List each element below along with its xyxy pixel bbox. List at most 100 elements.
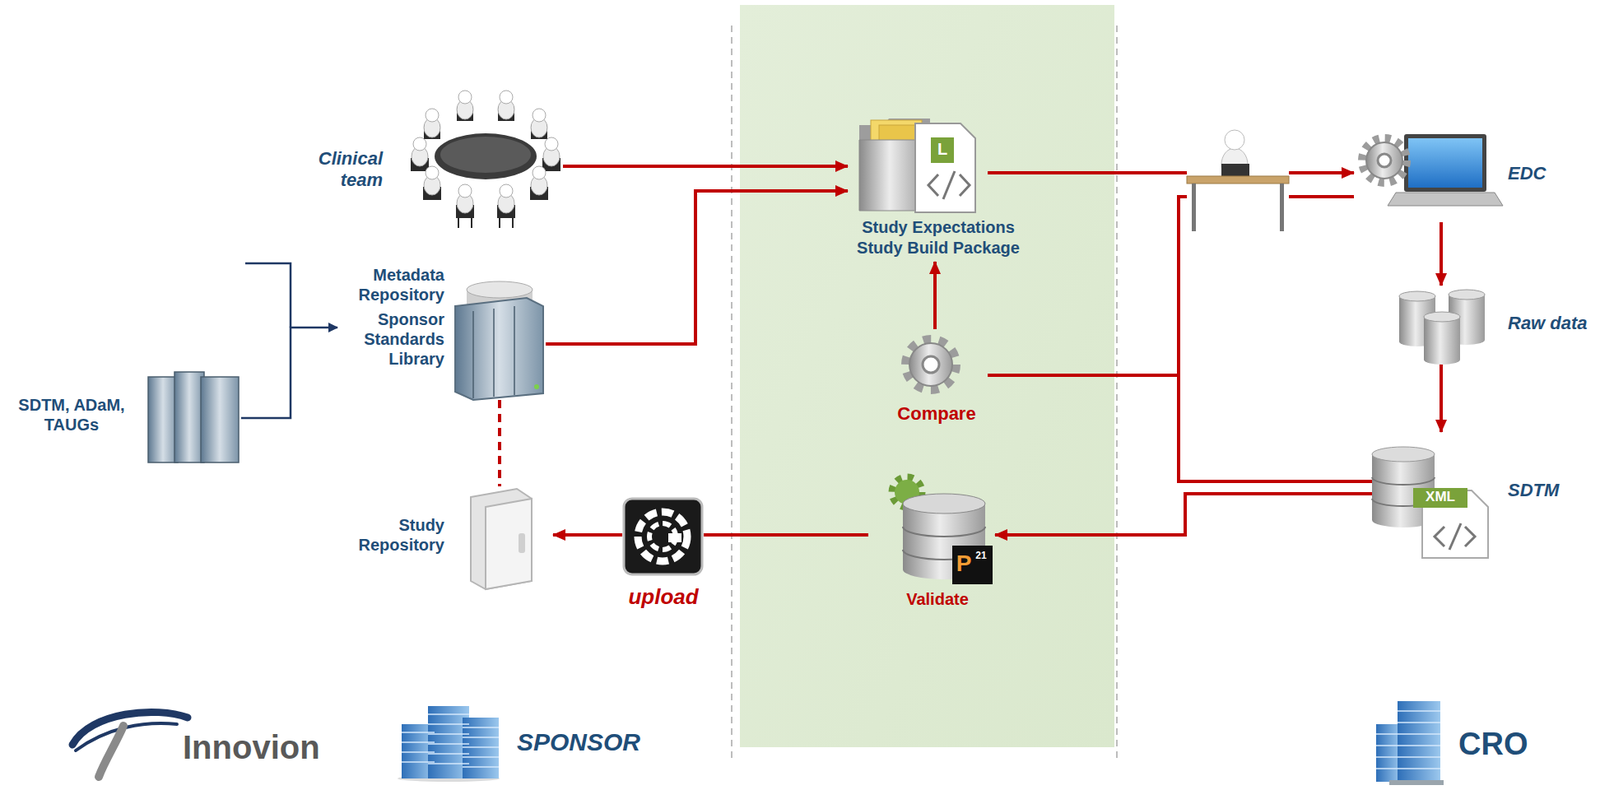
team-node: Clinical team	[296, 89, 563, 233]
standards-books-icon	[200, 376, 239, 463]
upload-icon	[623, 498, 703, 575]
raw-data-database-icon	[1423, 316, 1461, 360]
compare-gear-icon	[906, 339, 956, 390]
compare-node: Compare	[897, 329, 988, 427]
sponsor-building-icon	[397, 706, 500, 782]
raw-data-database-icon	[1423, 311, 1461, 322]
standards-books-icon	[148, 376, 178, 463]
sdtm-database-icon	[1372, 446, 1489, 559]
sdtm-database-icon	[1372, 446, 1435, 462]
standards-node: SDTM, ADaM, TAUGs	[8, 367, 242, 467]
validate-database-icon	[892, 477, 993, 585]
desk-person-illustration	[1279, 183, 1284, 232]
meeting-illustration	[425, 166, 439, 180]
desk-person-illustration	[1221, 163, 1250, 177]
raw-data-database-icon	[1448, 289, 1485, 300]
desk-person-illustration	[1186, 176, 1289, 184]
party-name: CRO	[1458, 725, 1558, 764]
library-node: Metadata RepositorySponsor Standards Lib…	[337, 261, 546, 400]
node-label: Compare	[887, 403, 987, 425]
compare-gear-icon	[909, 343, 953, 387]
compare-gear-icon	[906, 339, 956, 390]
flow-arrow	[553, 533, 623, 537]
divider-line	[1116, 25, 1118, 761]
meeting-illustration	[532, 166, 546, 180]
validate-node: Validate	[868, 469, 996, 614]
edc-laptop-icon	[1404, 134, 1487, 192]
raw-data-database-icon	[1399, 289, 1485, 365]
cro-building-icon	[1376, 724, 1401, 782]
node-label: Metadata Repository	[349, 265, 445, 305]
edc-laptop-icon	[1366, 142, 1403, 179]
edc-laptop-icon	[1387, 192, 1503, 206]
study-repository-node: Study Repository	[345, 486, 554, 591]
flow-arrow	[995, 493, 1373, 535]
standards-books-icon	[245, 263, 291, 328]
desk-person-illustration	[1224, 130, 1245, 150]
node-label: Sponsor Standards Library	[349, 309, 445, 369]
upload-icon	[637, 511, 688, 562]
meeting-illustration	[434, 133, 537, 180]
sdtm-database-icon	[1434, 523, 1475, 550]
study-package-icon	[928, 171, 970, 200]
meeting-illustration	[413, 137, 427, 151]
study-repository-folder	[470, 488, 532, 590]
upload-icon	[623, 498, 703, 575]
edc-laptop-icon	[1377, 153, 1391, 168]
raw-data-node: Raw data	[1392, 285, 1593, 363]
upload-icon	[668, 533, 682, 543]
cro-building-icon	[1397, 701, 1441, 782]
node-label: Clinical team	[288, 148, 383, 192]
node-label: SDTM	[1507, 479, 1591, 502]
raw-data-database-icon	[1399, 291, 1436, 302]
standards-books-icon	[174, 372, 205, 463]
sdtm-node: SDTM	[1372, 432, 1593, 562]
study-repository-folder	[485, 498, 532, 590]
cro-building-icon	[1389, 780, 1444, 786]
node-label: Study Build Package	[847, 237, 1029, 258]
sdtm-database-icon	[1413, 488, 1468, 508]
flow-arrow	[241, 327, 338, 419]
meeting-illustration	[532, 108, 546, 122]
desk-person-illustration	[1186, 123, 1289, 235]
edc-laptop-icon	[1362, 134, 1503, 206]
node-label: Validate	[888, 589, 987, 610]
flow-arrow	[987, 196, 1354, 376]
sponsor-building-icon	[462, 717, 499, 779]
flow-arrow	[987, 171, 1354, 175]
divider-line	[730, 25, 733, 761]
study-package-icon	[930, 137, 954, 163]
meeting-illustration	[425, 108, 439, 122]
standards-books-icon	[148, 263, 291, 463]
flow-arrow	[987, 375, 1373, 482]
meeting-illustration	[410, 90, 561, 228]
node-label: Raw data	[1507, 312, 1595, 335]
flow-arrow	[545, 190, 848, 345]
flow-arrow	[562, 164, 848, 168]
sponsor-building-icon	[401, 714, 499, 768]
meeting-illustration	[458, 90, 472, 104]
library-server-icon	[466, 281, 533, 298]
flow-arrow	[1439, 362, 1443, 433]
node-label: SDTM, ADaM, TAUGs	[9, 395, 134, 435]
meeting-illustration	[458, 184, 472, 198]
edc-laptop-icon	[1408, 138, 1483, 188]
icon-text: 21	[972, 549, 991, 562]
study-package-icon	[915, 123, 976, 213]
compare-gear-icon	[922, 356, 940, 373]
desk-person-illustration	[1186, 123, 1289, 235]
node-label: Study Repository	[349, 515, 445, 555]
innovion-logo-mark	[72, 711, 188, 777]
logo-text: Innovion	[182, 727, 348, 768]
icon-text: XML	[1413, 488, 1468, 506]
meeting-illustration	[544, 137, 559, 151]
validate-database-icon	[952, 545, 993, 585]
validate-database-icon	[902, 493, 986, 514]
library-server-icon	[534, 384, 540, 390]
innovion-logo-mark	[98, 725, 124, 777]
desk-person-illustration	[1191, 183, 1196, 232]
dashed-link	[497, 400, 502, 487]
upload-node: upload	[622, 497, 704, 613]
